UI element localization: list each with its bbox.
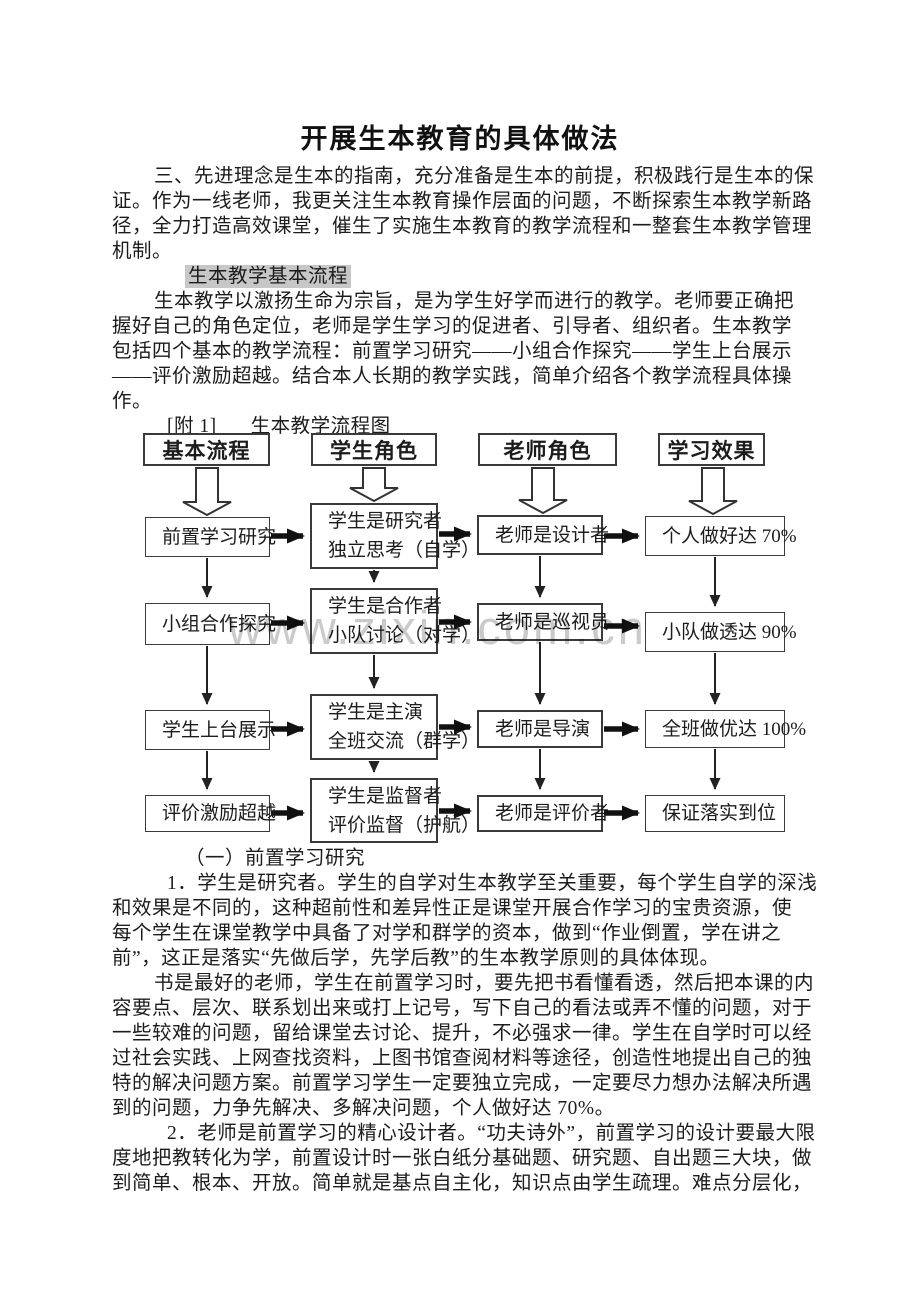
block-arrow-icon (349, 467, 399, 503)
flow-box-outcome: 保证落实到位 (645, 795, 785, 832)
paragraph-line: 作。 (112, 391, 153, 412)
paragraph-line: 容要点、层次、联系划出来或打上记号，写下自己的看法或弄不懂的问题，对于 (112, 998, 813, 1019)
flow-box-teacher-role: 老师是评价者 (477, 795, 609, 832)
flow-box-teacher-role: 老师是设计者 (477, 515, 609, 555)
flow-box-process: 评价激励超越 (145, 795, 276, 832)
highlighted-heading: 生本教学基本流程 (112, 264, 812, 289)
attachment-title: 生本教学流程图 (250, 416, 391, 437)
paragraph-line: 1．学生是研究者。学生的自学对生本教学至关重要，每个学生自学的深浅 (167, 873, 818, 894)
flow-box-outcome: 全班做优达 100% (645, 710, 806, 748)
upper-text-block: 三、先进理念是生本的指南，充分准备是生本的前提，积极践行是生本的保 证。作为一线… (112, 164, 815, 439)
paragraph-line: 证。作为一线老师，我更关注生本教育操作层面的问题，不断探索生本教学新路 (112, 191, 813, 212)
block-arrow-icon (182, 467, 232, 517)
teaching-flowchart: 基本流程 学生角色 老师角色 学习效果 前置学习研究 学生是研究者 独立思考（自… (143, 433, 806, 843)
flow-box-teacher-role: 老师是巡视员 (477, 603, 609, 641)
paragraph-line: 三、先进理念是生本的指南，充分准备是生本的前提，积极践行是生本的保 (154, 166, 815, 187)
flow-box-process: 前置学习研究 (145, 517, 276, 557)
flow-header-outcome: 学习效果 (658, 433, 765, 466)
flow-box-student-role: 学生是合作者 小队讨论（对学） (310, 588, 480, 654)
paragraph-line: 2．老师是前置学习的精心设计者。“功夫诗外”，前置学习的设计要最大限 (167, 1123, 816, 1144)
lower-text-block: （一）前置学习研究 1．学生是研究者。学生的自学对生本教学至关重要，每个学生自学… (112, 846, 818, 1196)
block-arrow-icon (518, 467, 568, 515)
paragraph-line: 包括四个基本的教学流程：前置学习研究——小组合作探究——学生上台展示 (112, 341, 793, 362)
paragraph-line: 和效果是不同的，这种超前性和差异性正是课堂开展合作学习的宝贵资源，使 (112, 898, 793, 919)
paragraph-line: 握好自己的角色定位，老师是学生学习的促进者、引导者、组织者。生本教学 (112, 316, 793, 337)
flow-box-process: 小组合作探究 (145, 603, 276, 645)
paragraph-line: 特的解决问题方案。前置学习学生一定要独立完成，一定要尽力想办法解决所遇 (112, 1073, 813, 1094)
paragraph-line: 到的问题，力争先解决、多解决问题，个人做好达 70%。 (112, 1098, 615, 1119)
flowchart-arrows (182, 467, 738, 821)
flow-box-student-role: 学生是主演 全班交流（群学） (310, 694, 480, 760)
flow-header-process: 基本流程 (143, 433, 270, 466)
block-arrow-icon (688, 467, 738, 516)
flow-box-outcome: 小队做透达 90% (645, 612, 797, 652)
paragraph-line: 机制。 (112, 241, 173, 262)
paragraph-line: ——评价激励超越。结合本人长期的教学实践，简单介绍各个教学流程具体操 (112, 366, 793, 387)
paragraph-line: 书是最好的老师，学生在前置学习时，要先把书看懂看透，然后把本课的内 (154, 973, 815, 994)
paragraph-line: 前”，这正是落实“先做后学，先学后教”的生本教学原则的具体体现。 (112, 948, 720, 969)
attachment-caption-line: [附 1] 生本教学流程图 (112, 414, 812, 439)
paragraph-line: 每个学生在课堂教学中具备了对学和群学的资本，做到“作业倒置，学在讲之 (112, 923, 782, 944)
paragraph-line: 到简单、根本、开放。简单就是基点自主化，知识点由学生疏理。难点分层化， (112, 1173, 813, 1194)
flow-header-student-role: 学生角色 (311, 433, 437, 466)
flow-box-outcome: 个人做好达 70% (645, 516, 797, 556)
paragraph-line: 生本教学以激扬生命为宗旨，是为学生好学而进行的教学。老师要正确把 (154, 291, 795, 312)
paragraph-line: 过社会实践、上网查找资料，上图书馆查阅材料等途径，创造性地提出自己的独 (112, 1048, 813, 1069)
section-heading: （一）前置学习研究 (185, 848, 366, 869)
flow-header-teacher-role: 老师角色 (478, 433, 617, 466)
paragraph-line: 度地把教转化为学，前置设计时一张白纸分基础题、研究题、自出题三大块，做 (112, 1148, 813, 1169)
paragraph-line: 一些较难的问题，留给课堂去讨论、提升，不必强求一律。学生在自学时可以经 (112, 1023, 813, 1044)
flow-box-teacher-role: 老师是导演 (477, 710, 603, 748)
flow-box-student-role: 学生是研究者 独立思考（自学） (310, 503, 480, 569)
flow-box-student-role: 学生是监督者 评价监督（护航） (310, 778, 480, 843)
attachment-label: [附 1] (167, 416, 217, 437)
paragraph-line: 径，全力打造高效课堂，催生了实施生本教育的教学流程和一整套生本教学管理 (112, 216, 813, 237)
flow-box-process: 学生上台展示 (145, 710, 276, 750)
highlighted-heading-text: 生本教学基本流程 (185, 265, 352, 288)
page-title: 开展生本教育的具体做法 (300, 124, 620, 154)
